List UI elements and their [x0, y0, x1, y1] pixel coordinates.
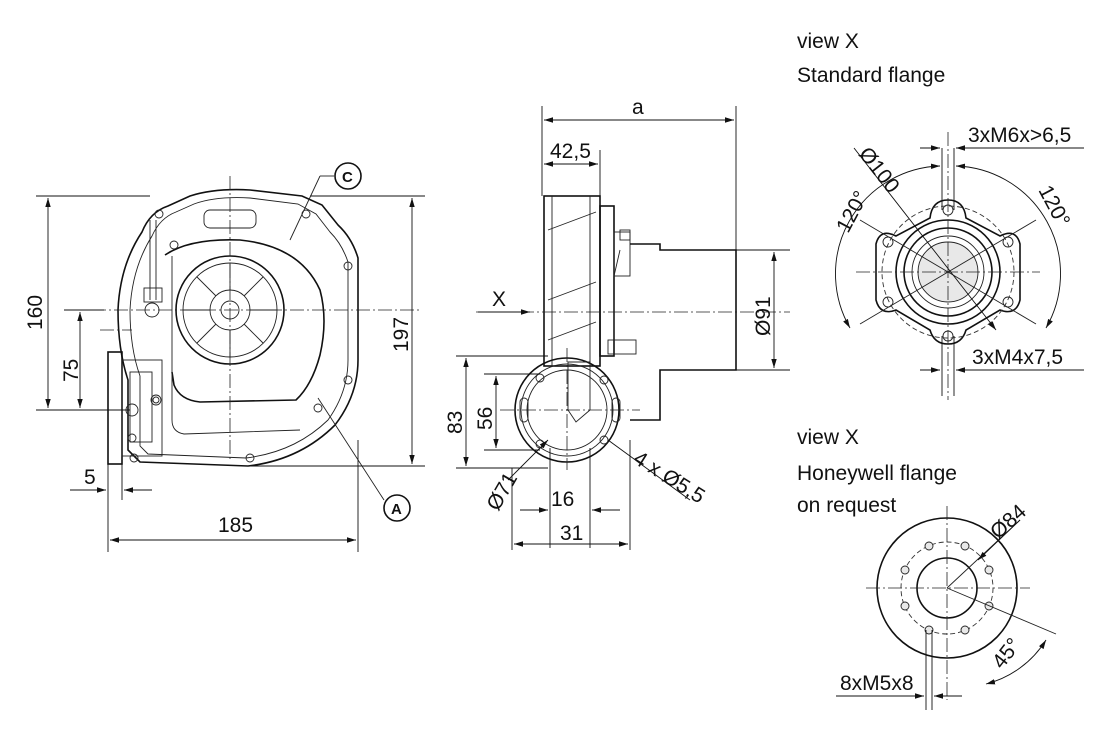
callout-c-label: C [342, 169, 353, 186]
dim-dia-71: Ø71 [482, 469, 522, 515]
std-flange-title-2: Standard flange [797, 64, 945, 87]
hw-flange-title-1: view X [797, 426, 859, 449]
dim-160: 160 [24, 295, 47, 330]
dim-197: 197 [390, 317, 413, 352]
dim-16: 16 [551, 488, 574, 511]
front-housing-screws [129, 209, 353, 463]
dim-83: 83 [444, 411, 467, 434]
std-angle-right: 120° [1034, 182, 1075, 231]
std-bottom-holes: 3xM4x7,5 [972, 346, 1063, 369]
dim-a: a [632, 96, 644, 119]
dim-56: 56 [474, 407, 497, 430]
hw-holes: 8xM5x8 [840, 672, 914, 695]
dim-75: 75 [60, 359, 83, 382]
dim-4-holes: 4 x Ø5,5 [629, 447, 709, 509]
hw-dia-84: Ø84 [986, 500, 1031, 544]
honeywell-flange-view: view X Honeywell flange on request Ø84 4… [797, 426, 1057, 710]
standard-flange-view: view X Standard flange Ø100 [797, 30, 1084, 400]
std-top-holes: 3xM6x>6,5 [968, 124, 1071, 147]
std-dia-100: Ø100 [854, 143, 904, 198]
dim-dia-91: Ø91 [752, 296, 775, 336]
callout-c [334, 162, 362, 190]
callout-a-label: A [391, 501, 402, 518]
view-x-marker: X [492, 288, 506, 311]
dim-31: 31 [560, 522, 583, 545]
callout-a [383, 494, 411, 522]
hw-flange-title-2: Honeywell flange [797, 462, 957, 485]
std-flange-title-1: view X [797, 30, 859, 53]
dim-185: 185 [218, 514, 253, 537]
dim-5: 5 [84, 466, 96, 489]
front-view: 160 75 197 5 185 C A [24, 162, 425, 552]
dim-42-5: 42,5 [550, 140, 591, 163]
hw-flange-title-3: on request [797, 494, 896, 517]
side-view: X a 42,5 Ø91 83 56 Ø71 16 [444, 96, 790, 550]
std-angle-left: 120° [832, 187, 873, 236]
hw-flange-holes [900, 541, 994, 635]
